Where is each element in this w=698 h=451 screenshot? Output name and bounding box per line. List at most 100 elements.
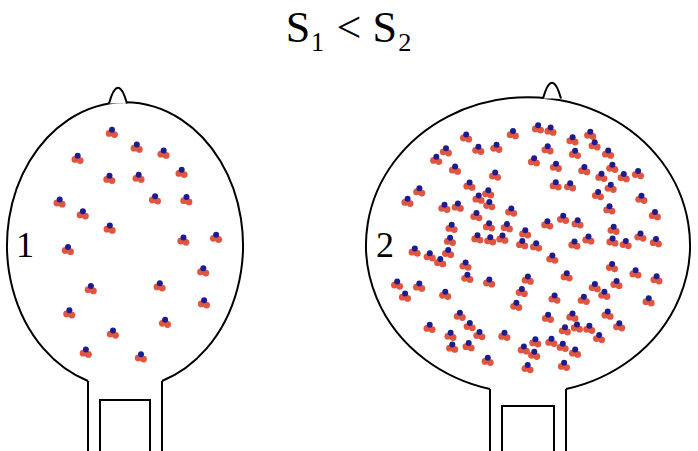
molecule	[542, 143, 554, 154]
molecule	[649, 209, 661, 220]
molecule	[454, 310, 466, 321]
molecule	[557, 213, 569, 224]
molecule	[470, 210, 482, 221]
molecule	[578, 164, 590, 175]
molecule	[449, 164, 461, 175]
flask-nub	[543, 83, 561, 99]
molecule	[561, 270, 573, 281]
molecule	[463, 340, 475, 351]
flask-outline	[362, 70, 698, 451]
molecule	[158, 148, 170, 159]
molecule	[529, 336, 541, 347]
molecule	[54, 196, 66, 207]
molecule	[438, 202, 450, 213]
molecule	[484, 234, 496, 245]
inner-tube	[100, 400, 150, 451]
molecule	[133, 172, 145, 183]
flask-neck	[490, 389, 566, 451]
molecule	[571, 321, 583, 332]
molecule	[629, 267, 641, 278]
molecule	[409, 246, 421, 257]
molecule	[516, 238, 528, 249]
molecule	[72, 153, 84, 164]
molecule	[401, 196, 413, 207]
molecule	[107, 328, 119, 339]
gas-flask: 1	[0, 70, 250, 451]
molecule	[62, 244, 74, 255]
flask-outline	[0, 70, 250, 451]
molecule	[489, 170, 501, 181]
molecule	[413, 185, 425, 196]
flask-bulb	[7, 102, 243, 381]
molecule	[608, 224, 620, 235]
molecule	[568, 238, 580, 249]
molecule	[498, 330, 510, 341]
molecule	[516, 286, 528, 297]
molecule	[413, 281, 425, 292]
molecule	[541, 218, 553, 229]
molecule	[606, 162, 618, 173]
molecule	[444, 235, 456, 246]
molecule	[464, 320, 476, 331]
molecule	[620, 238, 632, 249]
molecule	[440, 145, 452, 156]
molecule	[472, 144, 484, 155]
flask-number: 2	[376, 225, 394, 265]
molecule	[593, 332, 605, 343]
molecule	[650, 236, 662, 247]
molecule	[542, 312, 554, 323]
molecule	[198, 297, 210, 308]
molecule	[518, 343, 530, 354]
molecule	[460, 131, 472, 142]
molecule	[634, 231, 646, 242]
molecule	[606, 261, 618, 272]
molecule	[603, 203, 615, 214]
molecule	[602, 148, 614, 159]
molecule	[452, 201, 464, 212]
molecule	[501, 221, 513, 232]
molecule	[424, 322, 436, 333]
molecule	[177, 235, 189, 246]
molecule	[391, 279, 403, 290]
molecule	[442, 247, 454, 258]
molecule	[566, 311, 578, 322]
molecule	[210, 232, 222, 243]
molecule	[557, 341, 569, 352]
molecule	[546, 253, 558, 264]
molecule	[131, 142, 143, 153]
molecule	[180, 194, 192, 205]
molecule	[507, 128, 519, 139]
molecule	[446, 222, 458, 233]
molecule	[510, 300, 522, 311]
molecule	[463, 180, 475, 191]
molecule	[444, 330, 456, 341]
molecule	[550, 161, 562, 172]
molecule	[522, 274, 534, 285]
molecule	[424, 250, 436, 261]
molecule	[135, 351, 147, 362]
molecule	[545, 336, 557, 347]
molecule	[532, 122, 544, 133]
molecule	[483, 199, 495, 210]
molecule	[106, 127, 118, 138]
molecule	[564, 180, 576, 191]
molecule	[63, 307, 75, 318]
molecule	[439, 289, 451, 300]
flask-number: 1	[16, 225, 34, 265]
molecule	[544, 125, 556, 136]
molecule	[159, 317, 171, 328]
molecule	[446, 342, 458, 353]
molecule	[632, 168, 644, 179]
molecule	[522, 362, 534, 373]
molecule	[558, 360, 570, 371]
molecule	[176, 167, 188, 178]
molecule	[643, 295, 655, 306]
entropy-comparison-title: S₁ < S₂	[0, 2, 698, 54]
molecule	[505, 206, 517, 217]
molecule	[605, 182, 617, 193]
molecule	[459, 260, 471, 271]
molecule	[103, 173, 115, 184]
molecule	[550, 179, 562, 190]
molecule	[482, 355, 494, 366]
